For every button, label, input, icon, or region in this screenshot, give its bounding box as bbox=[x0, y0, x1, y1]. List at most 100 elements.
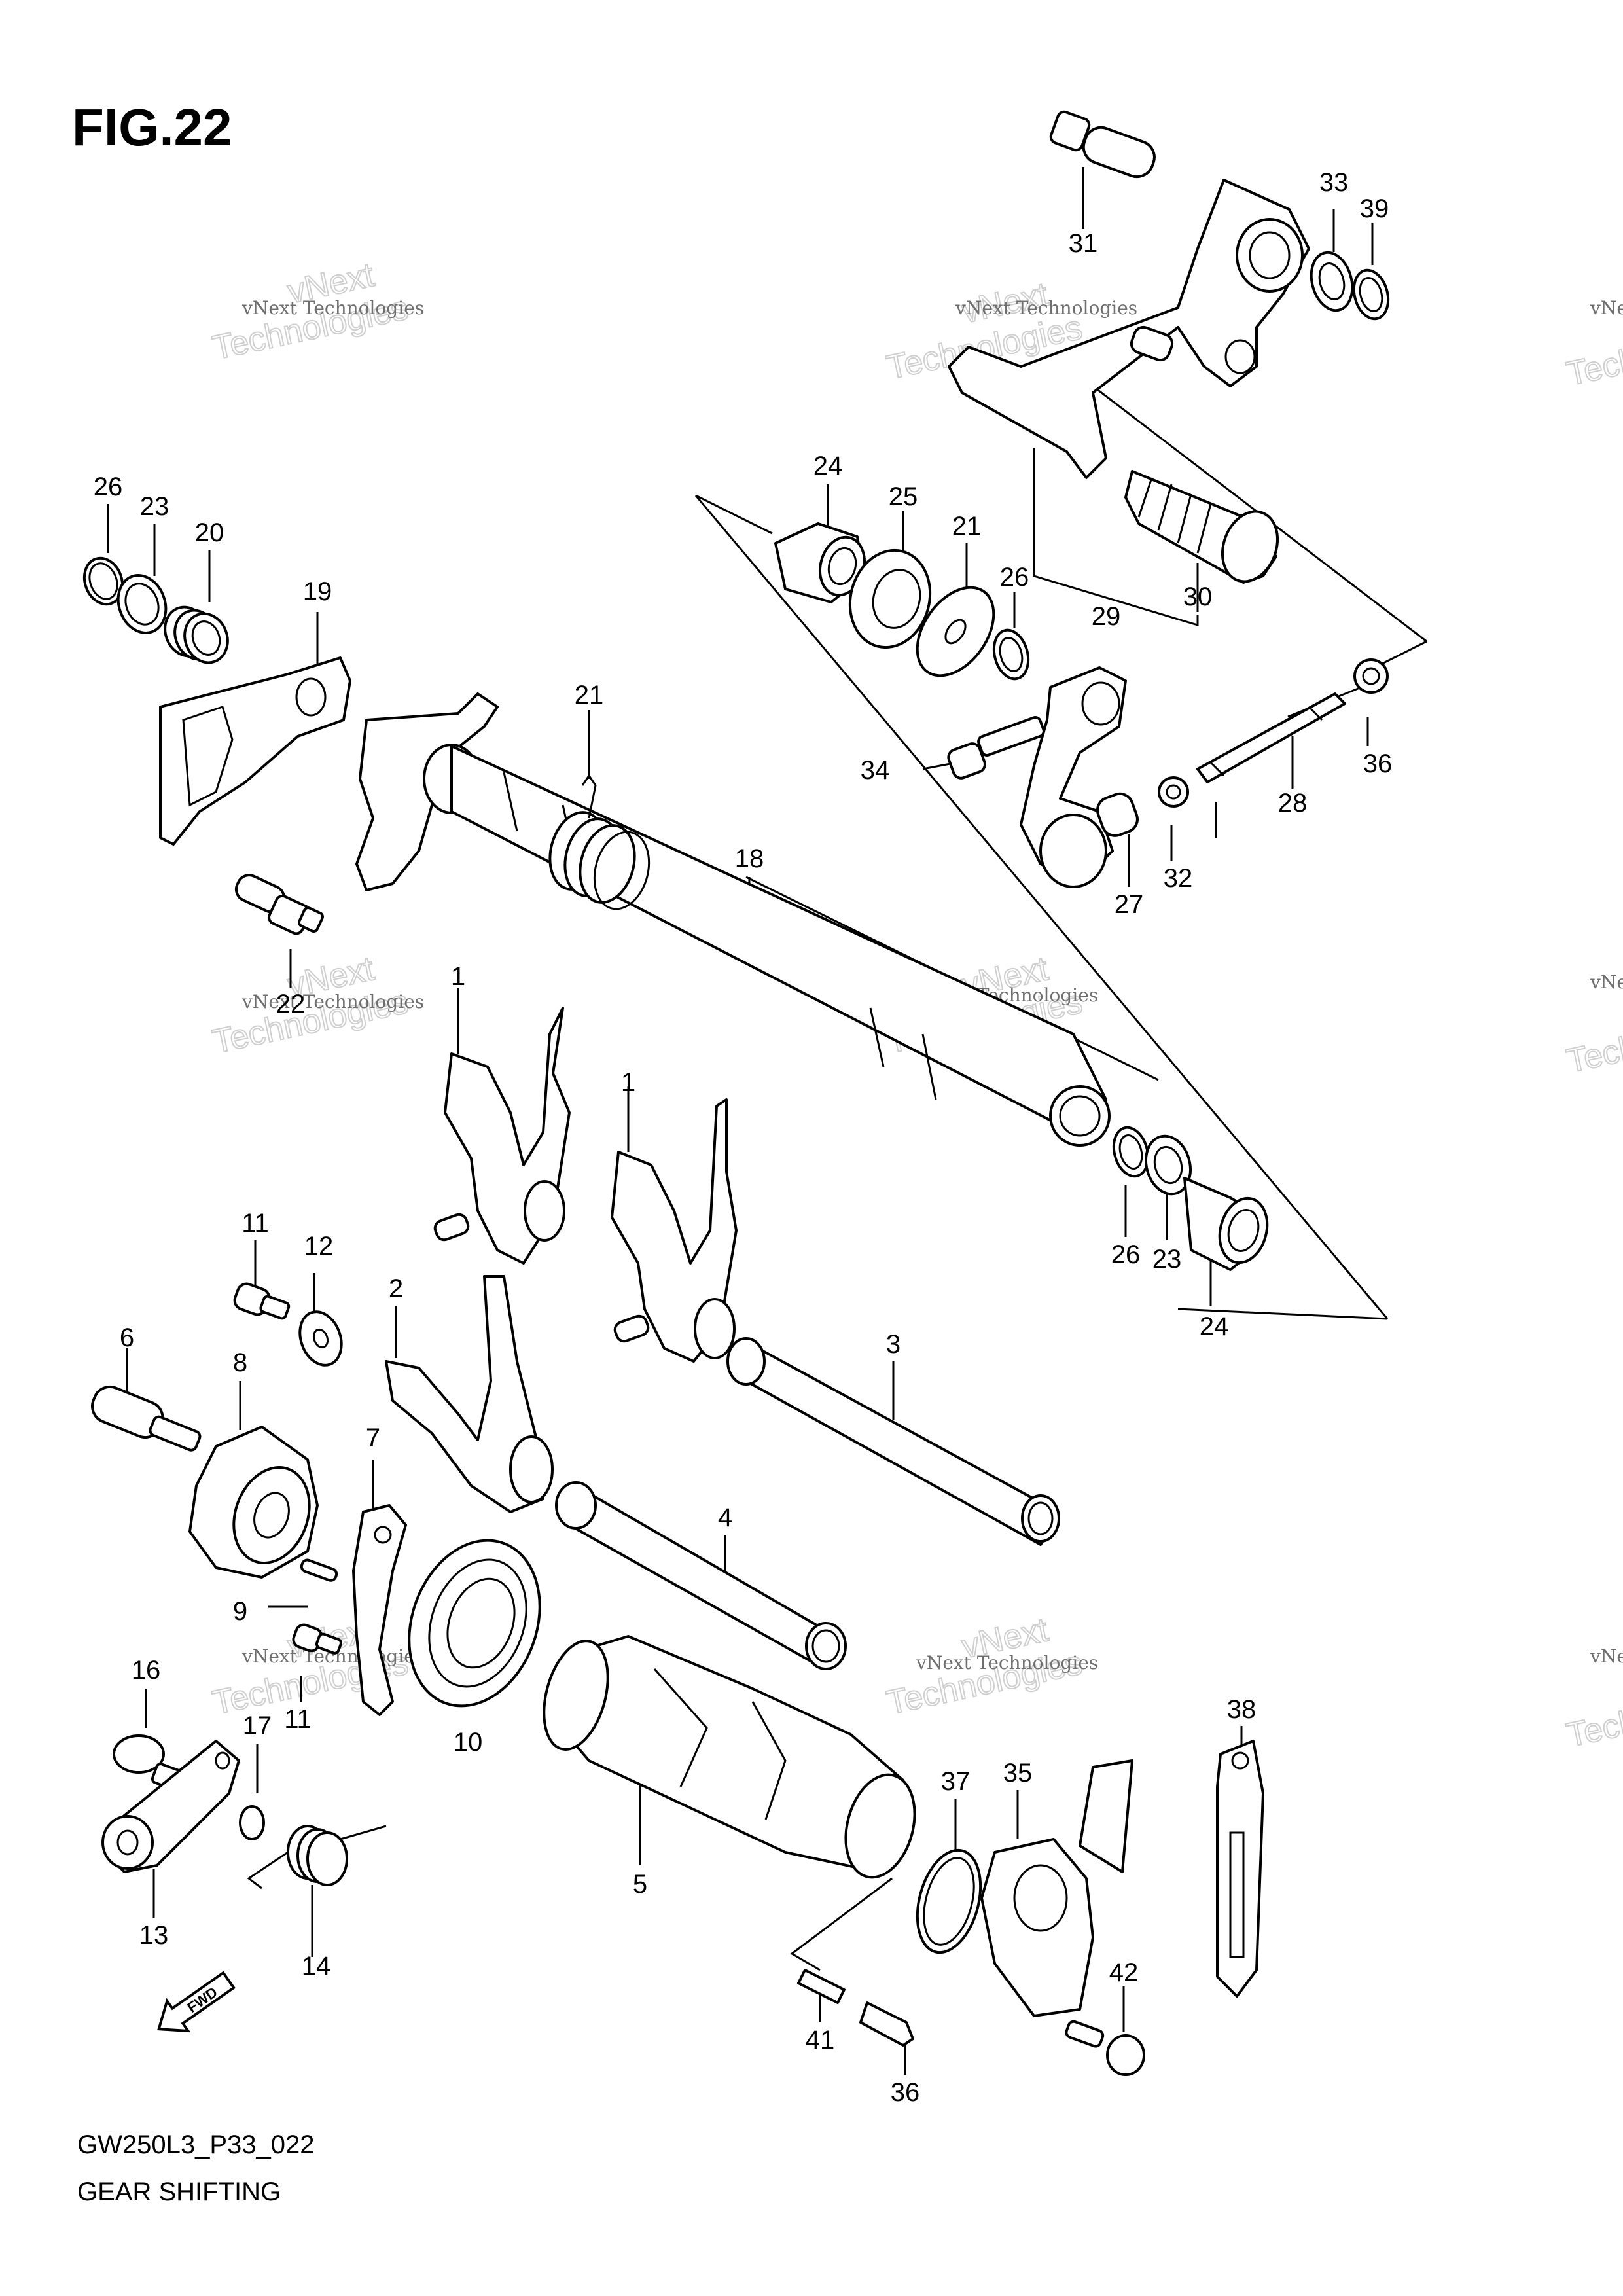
callout-6: 6 bbox=[120, 1323, 134, 1352]
callout-31: 31 bbox=[1069, 229, 1098, 258]
part-26-circlip-upper bbox=[992, 628, 1030, 681]
callout-13: 13 bbox=[139, 1921, 169, 1950]
callout-15: 16 bbox=[132, 1656, 161, 1685]
callout-20: 21 bbox=[575, 681, 604, 709]
watermark-text: vNext Technologies bbox=[1590, 297, 1623, 319]
part-33-washer bbox=[1310, 251, 1354, 312]
part-26-circlip bbox=[82, 556, 124, 606]
callout-37: 35 bbox=[1003, 1759, 1033, 1787]
part-21-bolt bbox=[234, 874, 324, 935]
callout-29: 29 bbox=[1092, 602, 1121, 631]
callout-numbers: 26 23 20 19 21 18 22 1 1 2 3 4 11 12 6 8… bbox=[94, 168, 1393, 2107]
callout-33: 33 bbox=[1319, 168, 1349, 197]
part-40-clamp bbox=[1216, 1740, 1264, 1998]
part-16-washer bbox=[239, 1805, 265, 1840]
callout-36: 39 bbox=[1360, 194, 1389, 223]
part-2-shift-fork-c bbox=[385, 1275, 554, 1513]
callout-34: 34 bbox=[861, 756, 890, 785]
callout-40: 38 bbox=[1227, 1695, 1257, 1724]
figure-code: GW250L3_P33_022 bbox=[77, 2130, 315, 2159]
part-37-gear-position-switch bbox=[980, 1759, 1133, 2017]
figure-title: FIG.22 bbox=[72, 98, 232, 156]
callout-17: 18 bbox=[735, 844, 764, 873]
part-28-link-rod bbox=[1196, 692, 1346, 783]
callout-24: 24 bbox=[813, 452, 843, 480]
callout-42: 42 bbox=[1109, 1958, 1139, 1987]
callout-35: 36 bbox=[1363, 749, 1393, 778]
callout-1a: 1 bbox=[451, 962, 465, 991]
callout-32: 32 bbox=[1164, 864, 1193, 893]
part-5-gearshift-cam-drum bbox=[543, 1635, 916, 1879]
callout-1b: 1 bbox=[621, 1068, 635, 1097]
part-32-nut bbox=[1158, 776, 1189, 808]
part-27-link-arm bbox=[1020, 666, 1139, 888]
part-29-gearshift-lever bbox=[948, 179, 1310, 479]
part-18-stopper-plate bbox=[159, 656, 351, 846]
part-34-bolt bbox=[947, 716, 1045, 780]
callout-12: 12 bbox=[304, 1232, 334, 1261]
part-1-shift-fork-b bbox=[611, 1098, 738, 1363]
part-23-washer bbox=[116, 574, 168, 634]
callout-30: 30 bbox=[1183, 583, 1213, 611]
callout-11b: 11 bbox=[284, 1705, 312, 1734]
part-26-circlip-lower bbox=[1112, 1126, 1150, 1178]
part-14-spring bbox=[247, 1825, 387, 1890]
part-35-nut bbox=[1353, 658, 1389, 694]
part-42-bolt bbox=[1065, 2020, 1145, 2076]
callout-23b: 23 bbox=[1152, 1245, 1182, 1274]
part-1-shift-fork-a bbox=[433, 1007, 571, 1265]
callout-23: 23 bbox=[140, 492, 169, 521]
part-6-pin bbox=[91, 1385, 202, 1452]
part-20-return-spring bbox=[548, 774, 651, 910]
callout-19: 20 bbox=[195, 518, 224, 547]
part-9-pin bbox=[300, 1558, 338, 1582]
part-10-bearing bbox=[408, 1539, 541, 1708]
callout-26: 26 bbox=[94, 473, 123, 501]
callout-25: 25 bbox=[889, 482, 918, 511]
callout-2: 2 bbox=[389, 1274, 403, 1303]
callout-3: 3 bbox=[886, 1330, 901, 1359]
watermark-text: vNext Technologies bbox=[241, 297, 424, 319]
callout-26c: 26 bbox=[1111, 1240, 1141, 1269]
part-4-fork-shaft bbox=[555, 1481, 847, 1670]
callout-22: 21 bbox=[952, 512, 982, 541]
part-23-washer-lower bbox=[1145, 1134, 1192, 1196]
part-8-cam bbox=[188, 1426, 319, 1579]
part-3-fork-shaft bbox=[726, 1337, 1060, 1546]
part-25-oil-seal bbox=[848, 548, 932, 649]
callout-10: 10 bbox=[454, 1728, 483, 1757]
callout-11a: 11 bbox=[241, 1209, 269, 1238]
callout-27: 27 bbox=[1115, 890, 1144, 919]
callout-28: 28 bbox=[1278, 789, 1308, 817]
part-24-bushing bbox=[774, 522, 866, 603]
callout-38: 36 bbox=[891, 2078, 920, 2107]
part-22-washer bbox=[916, 586, 995, 677]
callout-39: 37 bbox=[941, 1767, 971, 1796]
callout-26b: 26 bbox=[1000, 563, 1029, 592]
watermark-text: vNext Technologies bbox=[1590, 971, 1623, 993]
part-7-stopper-plate bbox=[352, 1504, 407, 1716]
watermark-text: vNext Technologies bbox=[241, 991, 424, 1013]
part-39-o-ring bbox=[916, 1848, 982, 1954]
part-11-screw bbox=[233, 1282, 291, 1320]
figure-name: GEAR SHIFTING bbox=[77, 2178, 281, 2206]
callout-4: 4 bbox=[718, 1503, 732, 1532]
watermark-text: vNext Technologies bbox=[1590, 1645, 1623, 1667]
callout-18: 19 bbox=[303, 577, 332, 606]
part-41-spring bbox=[797, 1969, 846, 2004]
callout-7: 7 bbox=[366, 1424, 380, 1452]
part-12-washer bbox=[298, 1310, 343, 1367]
callout-24b: 24 bbox=[1200, 1312, 1229, 1341]
callout-9: 9 bbox=[233, 1597, 247, 1626]
part-13-stopper-arm bbox=[101, 1740, 240, 1873]
callout-14: 14 bbox=[302, 1952, 331, 1981]
part-31-bolt bbox=[1049, 110, 1156, 179]
part-19-spring bbox=[164, 605, 229, 664]
part-30-footrest-rubber bbox=[1124, 470, 1279, 584]
callout-16: 17 bbox=[243, 1712, 272, 1740]
callout-41: 41 bbox=[806, 2026, 835, 2054]
part-38-pin bbox=[859, 2001, 914, 2047]
part-24-bushing-lower bbox=[1183, 1177, 1269, 1271]
part-36-circlip bbox=[1352, 268, 1390, 321]
